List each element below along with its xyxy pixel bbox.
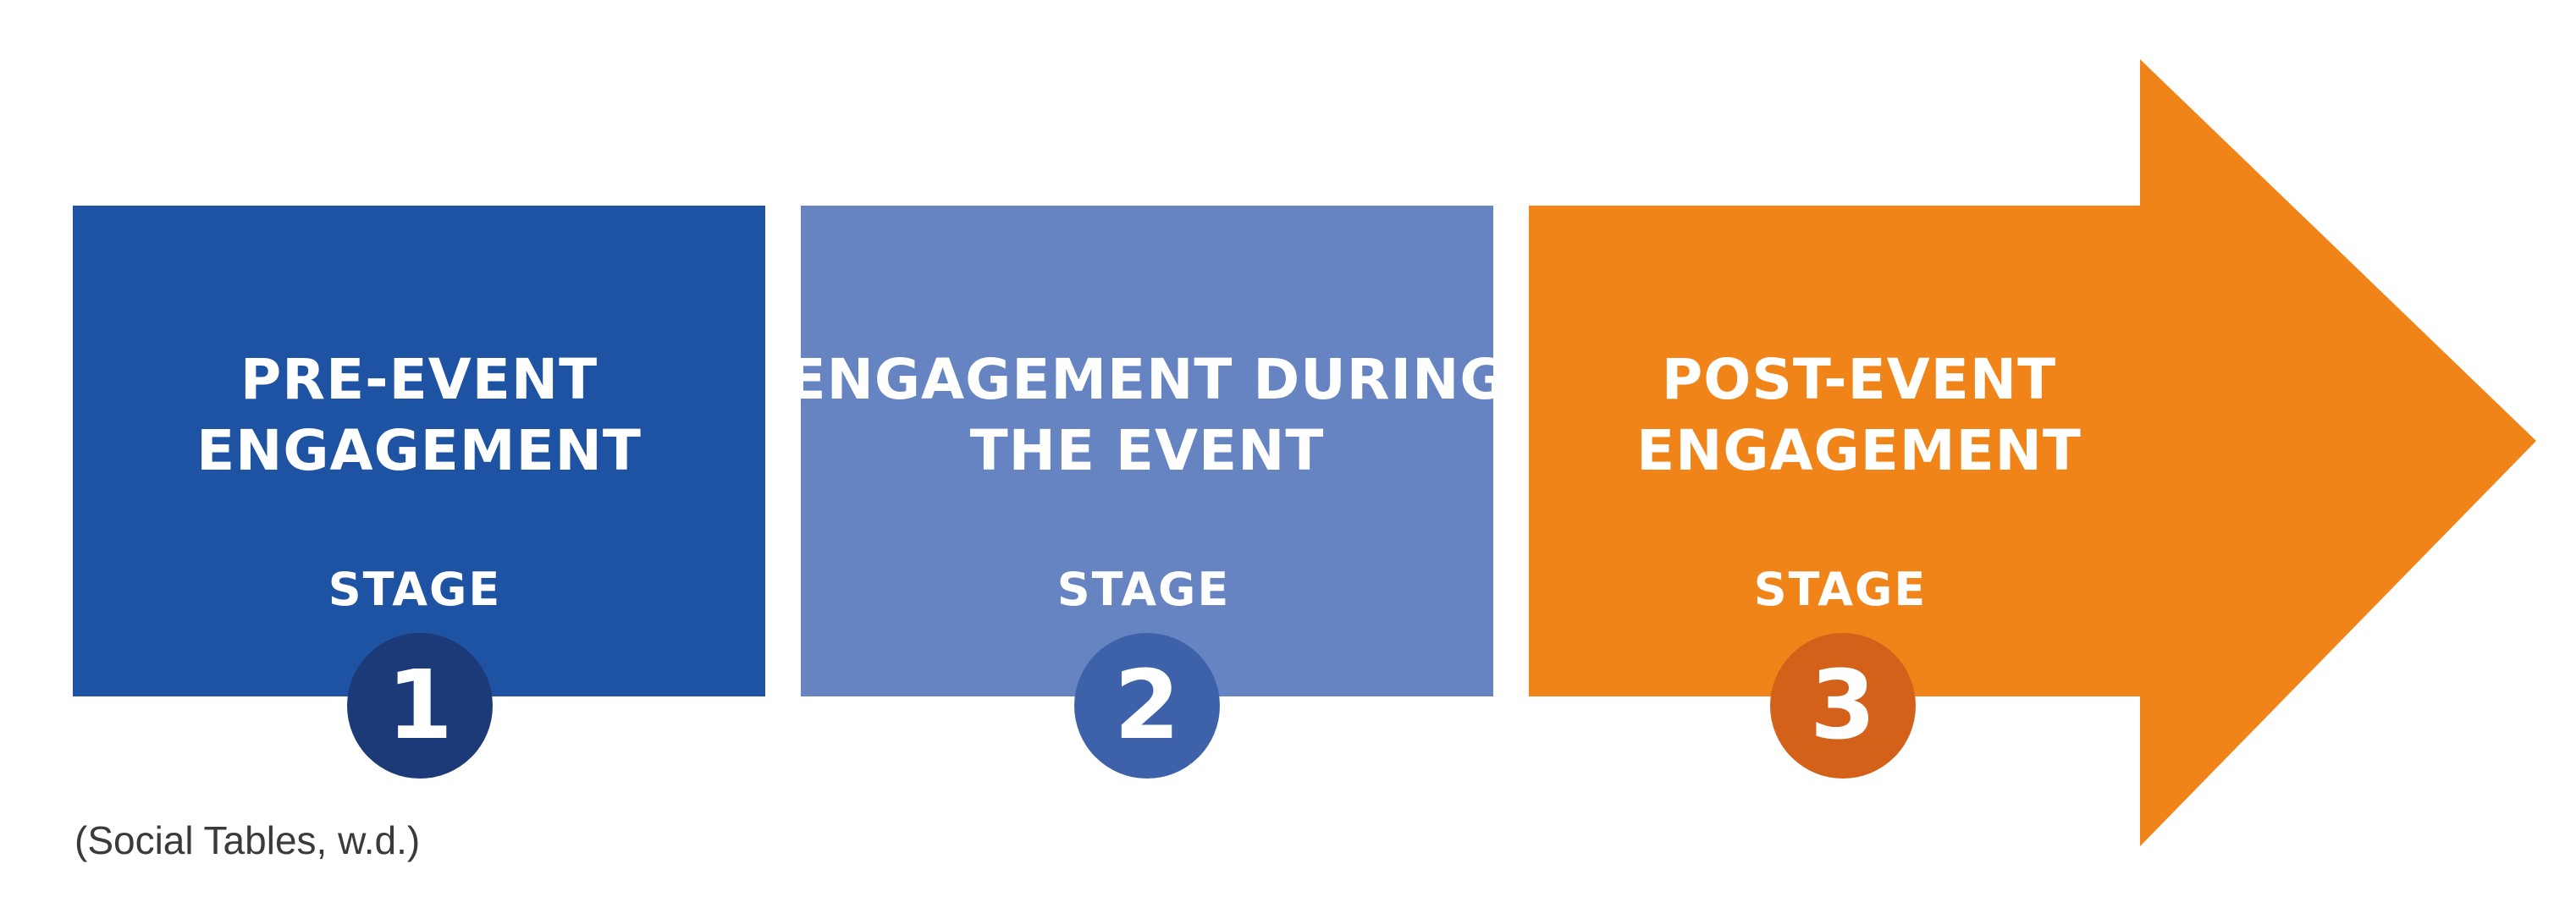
stage-1-title-line-2: ENGAGEMENT — [196, 418, 642, 483]
stage-1-box — [73, 206, 765, 696]
stage-3-arrow-shape — [1529, 59, 2536, 846]
stage-3-title-line-1: POST-EVENT — [1661, 347, 2057, 412]
stage-3-title: POST-EVENT ENGAGEMENT — [1436, 344, 2282, 487]
stage-2-title-line-1: ENGAGEMENT DURING — [787, 347, 1507, 412]
stage-3-label: STAGE — [1753, 563, 1928, 616]
stage-2-number-badge: 2 — [1074, 633, 1220, 779]
stage-3-number-badge: 3 — [1770, 633, 1916, 779]
stage-2-title-line-2: THE EVENT — [969, 418, 1325, 483]
stage-2-label: STAGE — [1056, 563, 1231, 616]
stage-1-label: STAGE — [328, 563, 502, 616]
stage-1-title: PRE-EVENT ENGAGEMENT — [0, 344, 842, 487]
stage-1-number-badge: 1 — [347, 633, 493, 779]
stage-3-title-line-2: ENGAGEMENT — [1636, 418, 2082, 483]
citation: (Social Tables, w.d.) — [74, 818, 421, 862]
stage-1-title-line-1: PRE-EVENT — [240, 347, 598, 412]
stage-2-title: ENGAGEMENT DURING THE EVENT — [724, 344, 1570, 487]
stage-2-box — [801, 206, 1493, 696]
